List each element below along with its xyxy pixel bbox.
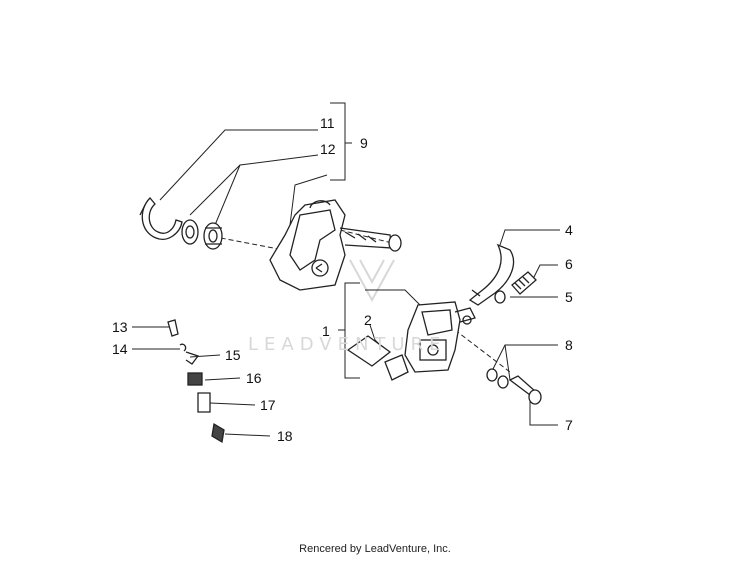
- part-16-nut: [187, 372, 203, 386]
- part-caliper-assembly: [404, 301, 476, 373]
- part-washers-8: [486, 368, 509, 389]
- callout-12: 12: [320, 141, 336, 157]
- callout-5: 5: [565, 289, 573, 305]
- callout-18: 18: [277, 428, 293, 444]
- callout-11: 11: [320, 115, 335, 131]
- part-snap-ring: [139, 197, 183, 240]
- callout-4: 4: [565, 222, 573, 238]
- callout-9: 9: [360, 135, 368, 151]
- part-washer-5: [494, 290, 506, 304]
- watermark-logo: [349, 259, 395, 303]
- watermark-text: LEADVENTURE: [248, 334, 447, 355]
- callout-2: 2: [364, 312, 372, 328]
- leader-lines: [132, 102, 560, 437]
- part-13-pin: [167, 319, 179, 337]
- part-bracket-plate: [468, 243, 515, 306]
- callout-1: 1: [322, 323, 330, 339]
- callout-7: 7: [565, 417, 573, 433]
- callout-6: 6: [565, 256, 573, 272]
- callout-16: 16: [246, 370, 262, 386]
- footer-credit: Rencered by LeadVenture, Inc.: [299, 543, 451, 555]
- part-18-bleeder: [211, 422, 225, 444]
- callout-17: 17: [260, 397, 276, 413]
- callout-13: 13: [112, 319, 128, 335]
- part-15-spring: [185, 351, 200, 365]
- callout-15: 15: [225, 347, 241, 363]
- callout-8: 8: [565, 337, 573, 353]
- part-caliper-body-upper: [269, 199, 402, 291]
- part-brake-pads: [346, 335, 409, 381]
- part-seal-bearing: [181, 219, 223, 250]
- part-14-clip: [179, 343, 187, 352]
- part-banjo-bolt: [508, 375, 542, 405]
- part-bolt-6: [511, 271, 537, 295]
- callout-14: 14: [112, 341, 128, 357]
- part-17-sleeve: [197, 392, 211, 413]
